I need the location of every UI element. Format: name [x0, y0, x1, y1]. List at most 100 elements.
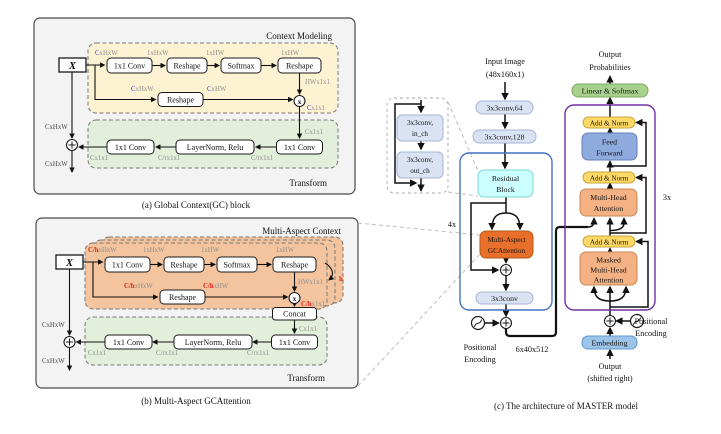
add-norm-1-box: [582, 116, 636, 129]
dim-label: HWx1x1: [298, 279, 323, 286]
feed-forward-box: [581, 132, 638, 161]
feed-forward-line2: Forward: [596, 149, 623, 158]
panel-b-conv1-label: 1x1 Conv: [112, 261, 143, 270]
output-shifted-line1: Output: [599, 362, 622, 371]
add-norm-3-label: Add & Norm: [590, 239, 629, 247]
conv64-label: 3x3conv,64: [486, 104, 522, 113]
positional-encoding-left: Positional Encoding: [464, 315, 497, 364]
inset-conv-in-block: 3x3conv, in_ch: [396, 114, 444, 142]
feed-forward-block: Feed Forward: [581, 132, 638, 161]
embedding-block: Embedding: [581, 335, 638, 350]
multi-aspect-gcattention-block: Multi-Aspect GCAttention: [479, 230, 534, 259]
panel-b-concat-label: Concat: [283, 310, 306, 319]
dim-label: C/rx1x1: [251, 155, 273, 162]
add-norm-2-box: [582, 171, 636, 184]
mmha-line2: Multi-Head: [590, 266, 626, 275]
multi-aspect-gcattention-box: [479, 230, 534, 259]
multi-head-attention-box: [579, 188, 638, 217]
panel-b-conv3-label: 1x1 Conv: [279, 338, 310, 347]
panel-a-x-label: X: [68, 61, 77, 72]
output-probabilities-line2: Probabilities: [589, 63, 630, 72]
dim-label: Cx1x1: [307, 105, 325, 112]
dim-label: C/rx1x1: [247, 350, 269, 357]
conv128-block: 3x3conv,128: [472, 129, 537, 144]
dim-label: C/hxHxW: [124, 283, 153, 290]
panel-a-dim-labels: CxHxW 1xHxW 1xHW 1xHW HWx1x1 CxHxW CxHW …: [45, 50, 330, 168]
decoder-arrows: [587, 75, 649, 359]
panel-a-reshape2-label: Reshape: [286, 62, 314, 71]
feed-forward-line1: Feed: [602, 138, 617, 147]
dim-label: CxHxW: [95, 50, 118, 57]
conv-out-label: 3x3conv: [491, 294, 518, 303]
add-norm-1-block: Add & Norm: [582, 116, 636, 129]
pos-enc-right-line2: Encoding: [635, 329, 666, 338]
panel-b-concat-block: Concat: [272, 307, 317, 321]
panel-b-dim-labels: C/hxHxW 1xHxW 1xHW 1xHW HWx1x1 h C/hxHxW…: [42, 247, 343, 365]
dim-label: C/hxHxW: [88, 247, 117, 254]
feature-size-label: 6x40x512: [516, 345, 549, 354]
masked-multi-head-attention-box: [579, 251, 638, 286]
panel-b-conv2-block: 1x1 Conv: [104, 334, 153, 350]
dim-label: CxHxW: [131, 86, 154, 93]
dim-label: C/rx1x1: [156, 350, 178, 357]
pos-enc-left-line2: Encoding: [464, 355, 495, 364]
mmha-line3: Attention: [594, 276, 624, 285]
panel-a-arrows: [69, 62, 303, 174]
panel-b-input-block: X: [55, 254, 84, 270]
inset-conv-out-box: [396, 151, 444, 179]
panel-a-region-bottom-label: Transform: [289, 178, 327, 188]
panel-b-reshape3-block: Reshape: [159, 289, 206, 305]
pos-enc-right-line1: Positional: [635, 317, 668, 326]
linear-softmax-label: Linear & Softmax: [582, 87, 639, 96]
panel-a-reshape2-block: Reshape: [277, 57, 322, 74]
encoder-output-add-op: [499, 316, 513, 330]
encoder-box: [459, 152, 553, 311]
output-probabilities-line1: Output: [599, 50, 622, 59]
residual-block-box: [477, 169, 534, 198]
dim-label: CxHxW: [42, 358, 65, 365]
panel-b-softmax-block: Softmax: [216, 256, 258, 273]
panel-b-layernorm-block: LayerNorm, Relu: [173, 334, 253, 350]
panel-b-arrows: [66, 259, 335, 372]
dim-label: 1xHW: [281, 50, 300, 57]
decoder-box: [564, 104, 656, 311]
panel-a-conv2-label: 1x1 Conv: [115, 143, 146, 152]
encoder-arrows: [470, 82, 524, 327]
masked-multi-head-attention-block: Masked Multi-Head Attention: [579, 251, 638, 286]
encoder-column: Input Image (48x160x1) 4x 3x3conv,64: [448, 57, 588, 364]
panel-c-master-architecture: 3x3conv, in_ch 3x3conv, out_ch Input Ima…: [357, 50, 671, 411]
panel-b-reshape1-label: Reshape: [170, 261, 198, 270]
panel-a-caption: (a) Global Context(GC) block: [142, 200, 251, 210]
dim-label: Cx1x1: [305, 129, 323, 136]
decoder-column: Output Probabilities: [564, 50, 671, 383]
conv128-box: [472, 129, 537, 144]
panel-a-softmax-label: Softmax: [227, 62, 254, 71]
dim-label: C/hxHW: [203, 283, 229, 290]
dim-label: C/rx1x1: [158, 155, 180, 162]
add-norm-3-block: Add & Norm: [582, 235, 636, 248]
panel-a-softmax-block: Softmax: [220, 57, 262, 74]
encoder-repeat-label: 4x: [448, 220, 456, 229]
input-image-label-line1: Input Image: [485, 57, 525, 66]
panel-b-layernorm-label: LayerNorm, Relu: [185, 338, 241, 347]
conv-out-block: 3x3conv: [475, 291, 534, 305]
add-norm-2-block: Add & Norm: [582, 171, 636, 184]
dim-label: CxHxW: [45, 161, 68, 168]
panel-a-reshape3-block: Reshape: [157, 92, 204, 107]
panel-b-reshape1-block: Reshape: [163, 256, 205, 273]
linear-softmax-block: Linear & Softmax: [571, 83, 649, 98]
panel-b-reshape2-label: Reshape: [281, 261, 309, 270]
conv64-box: [475, 100, 534, 115]
panel-b-reshape2-block: Reshape: [272, 256, 317, 273]
panel-b-matmul-op: x: [288, 291, 301, 305]
panel-a-reshape3-label: Reshape: [167, 96, 195, 105]
pos-enc-left-line1: Positional: [464, 343, 497, 352]
panel-b-conv3-block: 1x1 Conv: [271, 334, 318, 350]
panel-a-conv2-block: 1x1 Conv: [106, 139, 155, 155]
conv-out-box: [475, 291, 534, 305]
inset-conv-out-block: 3x3conv, out_ch: [396, 151, 444, 179]
dim-label: 1xHW: [201, 247, 220, 254]
dim-label: 1xHxW: [143, 247, 165, 254]
panel-b-reshape3-label: Reshape: [169, 293, 197, 302]
